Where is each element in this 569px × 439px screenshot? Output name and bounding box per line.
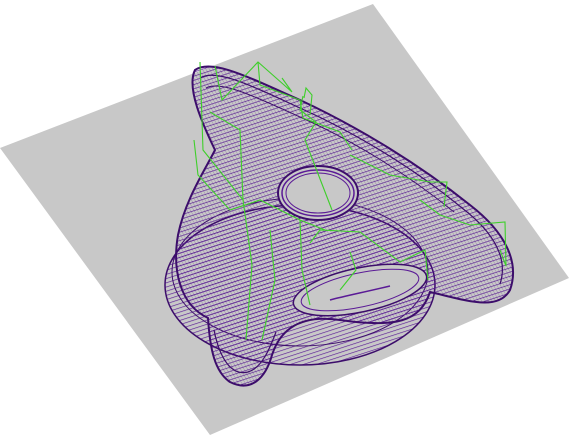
toolpath-links[interactable] xyxy=(193,61,507,341)
lower-pocket[interactable] xyxy=(289,254,431,325)
center-boss[interactable] xyxy=(277,165,359,221)
